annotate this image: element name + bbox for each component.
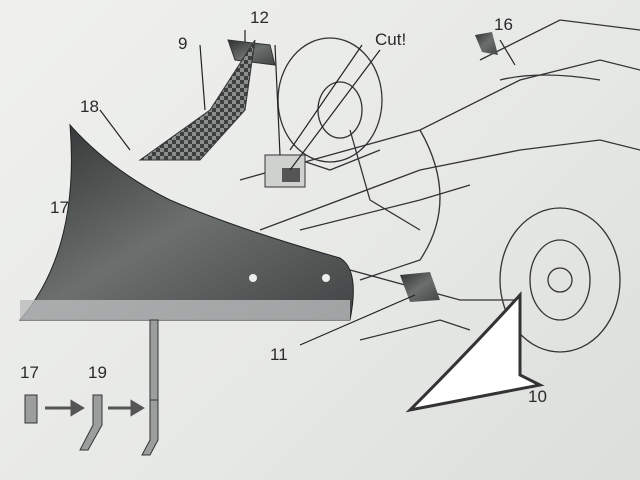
part-17 bbox=[18, 123, 354, 321]
part-10 bbox=[405, 291, 545, 413]
part-19 bbox=[79, 394, 103, 451]
part-9 bbox=[138, 39, 256, 161]
label-part-18: 18 bbox=[80, 97, 99, 116]
part-19-assembled bbox=[141, 399, 159, 456]
arrow-icons bbox=[45, 399, 145, 417]
label-part-9: 9 bbox=[178, 34, 188, 53]
label-part-17: 17 bbox=[50, 198, 69, 217]
part-16 bbox=[475, 32, 498, 55]
label-cut: Cut! bbox=[375, 30, 407, 49]
leader-lines bbox=[99, 30, 516, 346]
part-17-small bbox=[24, 394, 38, 424]
label-part-19: 19 bbox=[88, 363, 107, 382]
label-part-16: 16 bbox=[494, 15, 513, 34]
label-part-11: 11 bbox=[270, 345, 288, 364]
label-part-12: 12 bbox=[250, 8, 269, 27]
car-body-outline bbox=[239, 19, 640, 353]
label-part-17-small: 17 bbox=[20, 363, 39, 382]
label-part-10: 10 bbox=[528, 387, 547, 406]
part-11 bbox=[400, 272, 440, 302]
